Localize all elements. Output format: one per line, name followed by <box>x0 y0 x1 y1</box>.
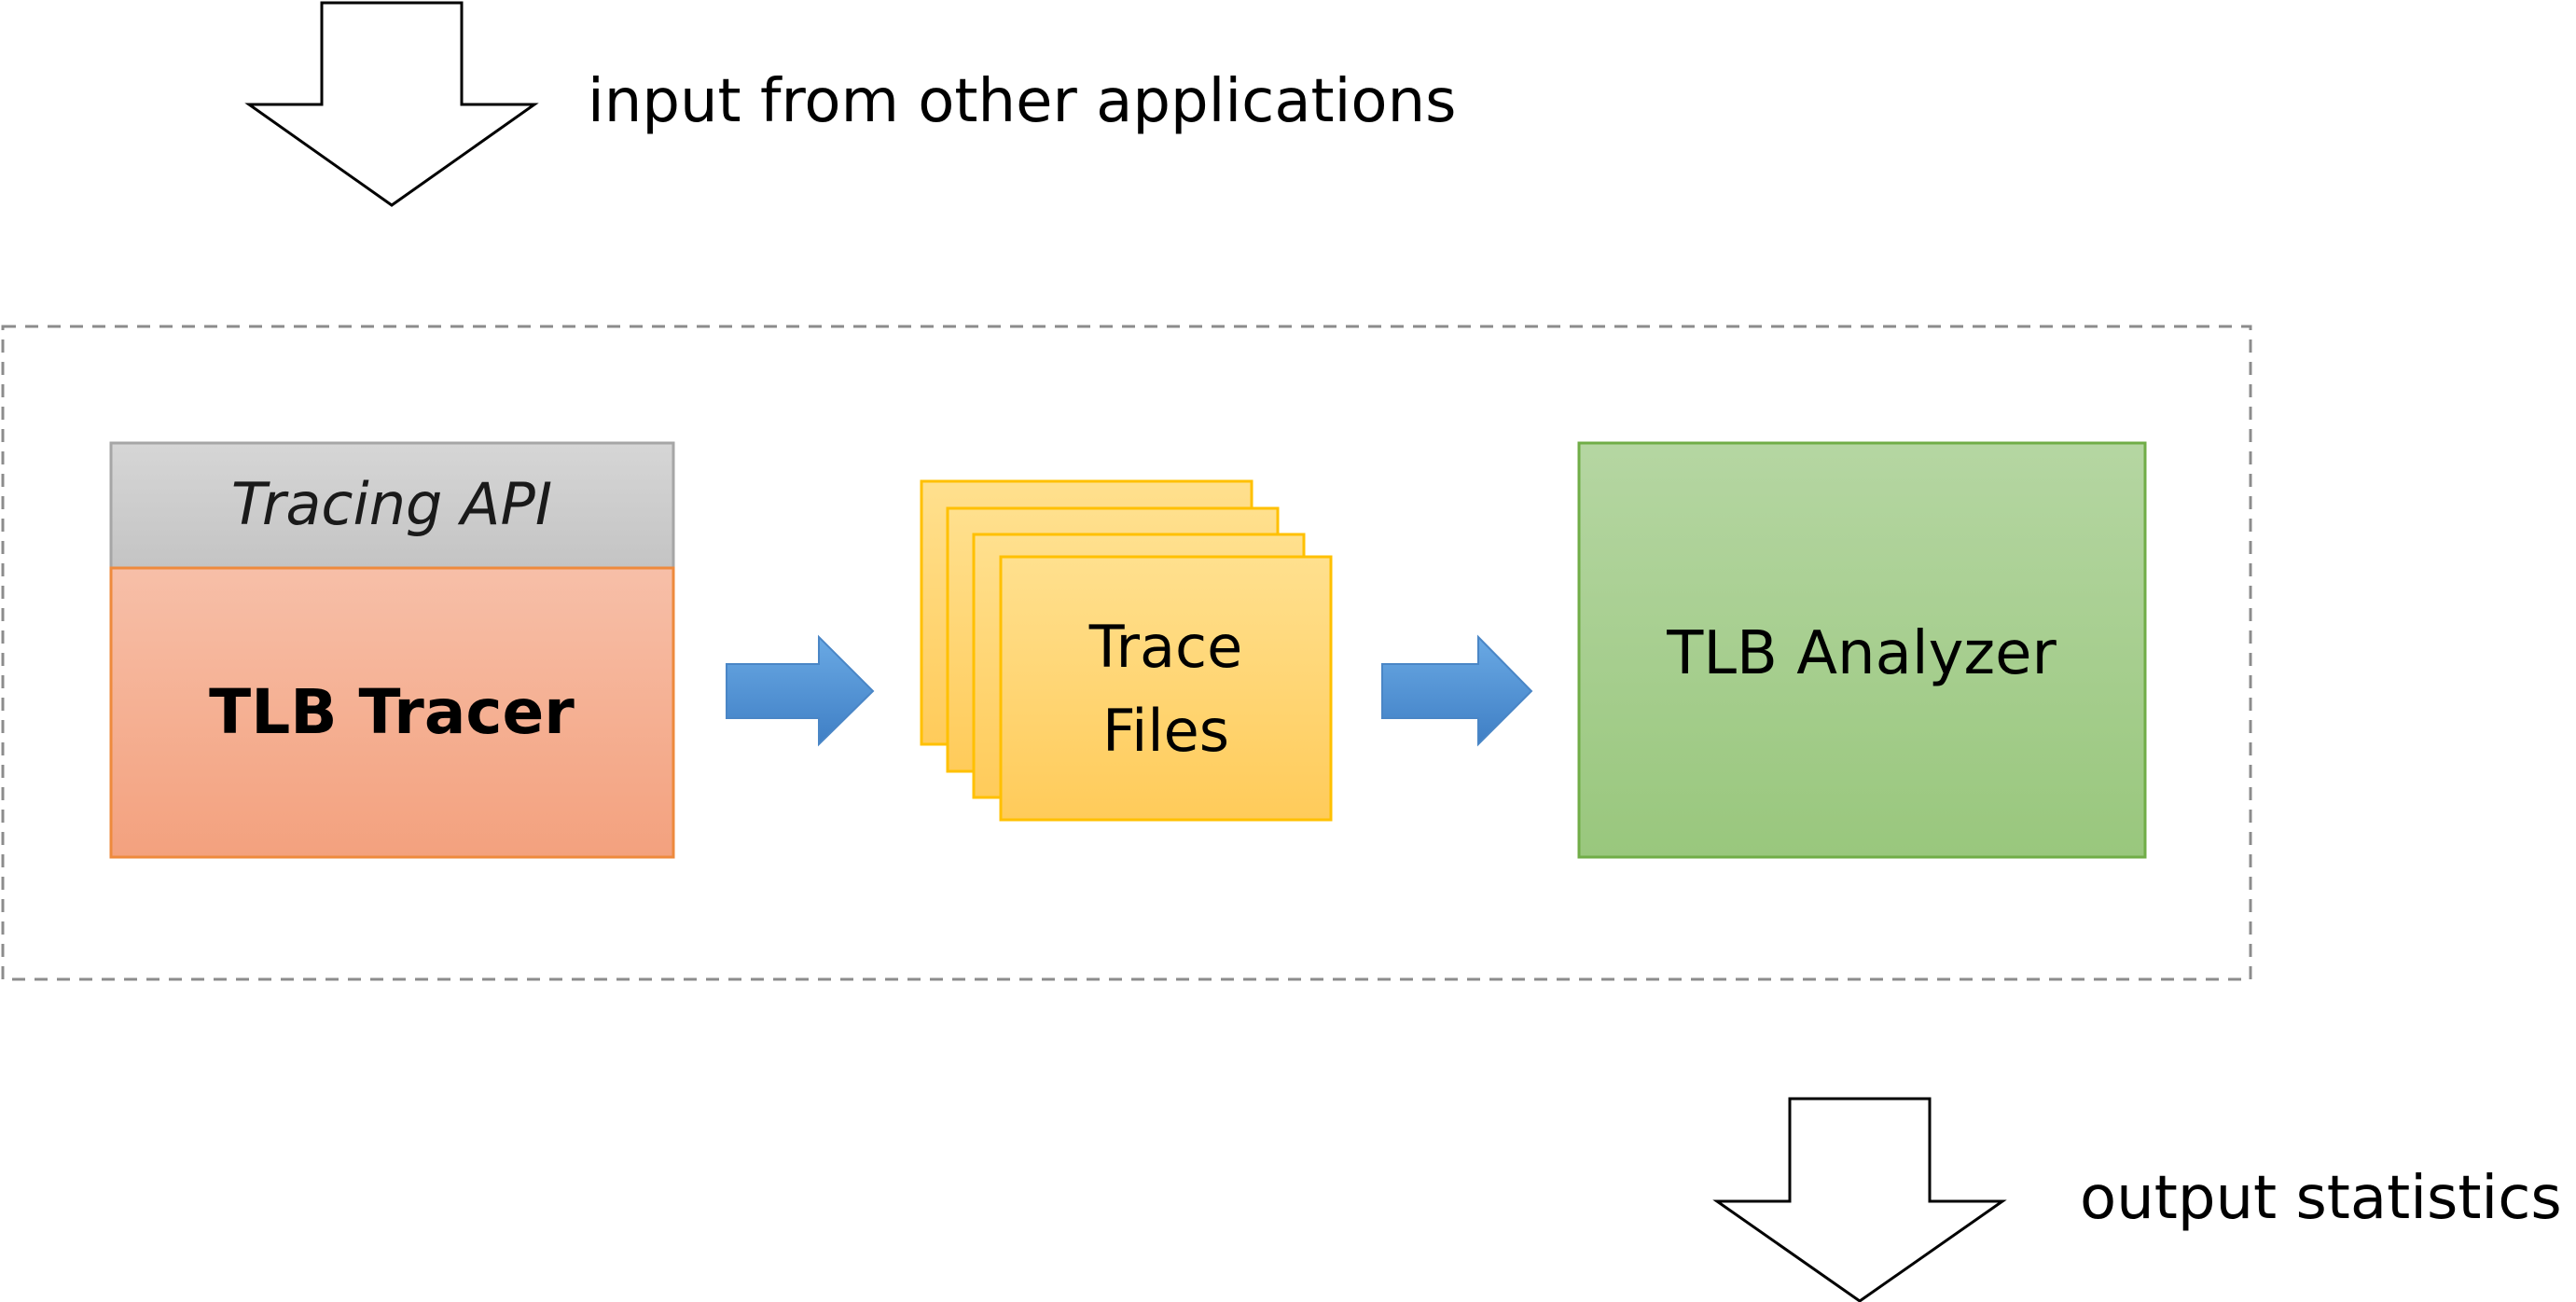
system-boundary <box>1 325 2252 981</box>
tlb-tracer-box <box>109 566 675 859</box>
trace-files-label-line1: Trace <box>1088 613 1242 681</box>
output-label: output statistics <box>2080 1164 2562 1233</box>
flow-arrow-files-to-analyzer <box>1381 634 1533 747</box>
input-label: input from other applications <box>588 67 1456 136</box>
flow-arrow-tracer-to-files <box>726 634 875 747</box>
trace-file-sheet-front <box>999 555 1333 822</box>
output-down-arrow <box>1712 1097 2007 1302</box>
tlb-analyzer-label: TLB Analyzer <box>1666 619 2057 688</box>
tlb-tracer-label: TLB Tracer <box>209 676 575 748</box>
tlb-analyzer-box <box>1577 441 2147 859</box>
trace-files-stack <box>920 479 1333 822</box>
trace-files-label-line2: Files <box>1102 697 1229 765</box>
input-down-arrow <box>244 1 539 207</box>
tracing-api-label: Tracing API <box>231 470 552 538</box>
